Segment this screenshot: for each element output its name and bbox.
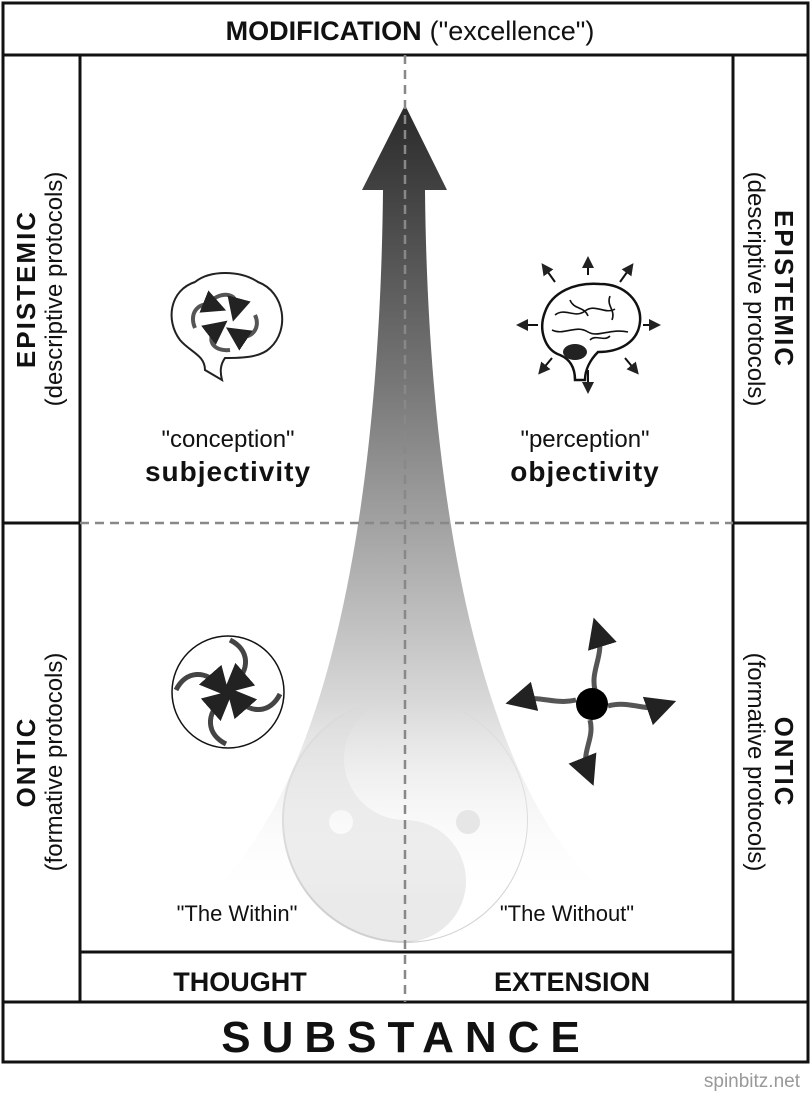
subjectivity-label: subjectivity	[145, 456, 311, 487]
brain-swirl-icon	[170, 272, 284, 383]
the-within-label: "The Within"	[177, 901, 298, 926]
right-lower-label: ONTIC (formative protocols)	[742, 653, 799, 872]
svg-text:(formative protocols): (formative protocols)	[41, 653, 68, 872]
inward-swirl-icon	[171, 635, 285, 749]
left-upper-label: EPISTEMIC (descriptive protocols)	[11, 172, 68, 407]
objectivity-label: objectivity	[510, 456, 659, 487]
brain-radiating-icon	[516, 256, 661, 394]
thought-label: THOUGHT	[173, 967, 307, 997]
ascending-arrow	[200, 105, 615, 900]
svg-text:(formative protocols): (formative protocols)	[742, 653, 769, 872]
svg-text:(descriptive protocols): (descriptive protocols)	[742, 172, 769, 407]
left-lower-label: ONTIC (formative protocols)	[11, 653, 68, 872]
svg-text:ONTIC: ONTIC	[11, 717, 41, 808]
svg-text:ONTIC: ONTIC	[769, 717, 799, 808]
outward-dot-icon	[505, 617, 677, 786]
right-upper-label: EPISTEMIC (descriptive protocols)	[742, 172, 799, 407]
svg-text:EPISTEMIC: EPISTEMIC	[769, 210, 799, 368]
conception-label: "conception"	[161, 426, 294, 453]
perception-label: "perception"	[520, 426, 649, 453]
top-label: MODIFICATION("excellence")	[226, 16, 595, 46]
outer-frame	[1, 1, 810, 1064]
substance-label: SUBSTANCE	[221, 1013, 591, 1062]
svg-text:EPISTEMIC: EPISTEMIC	[11, 210, 41, 368]
the-without-label: "The Without"	[500, 901, 634, 926]
watermark: spinbitz.net	[704, 1071, 801, 1092]
svg-text:(descriptive protocols): (descriptive protocols)	[41, 172, 68, 407]
extension-label: EXTENSION	[494, 967, 650, 997]
